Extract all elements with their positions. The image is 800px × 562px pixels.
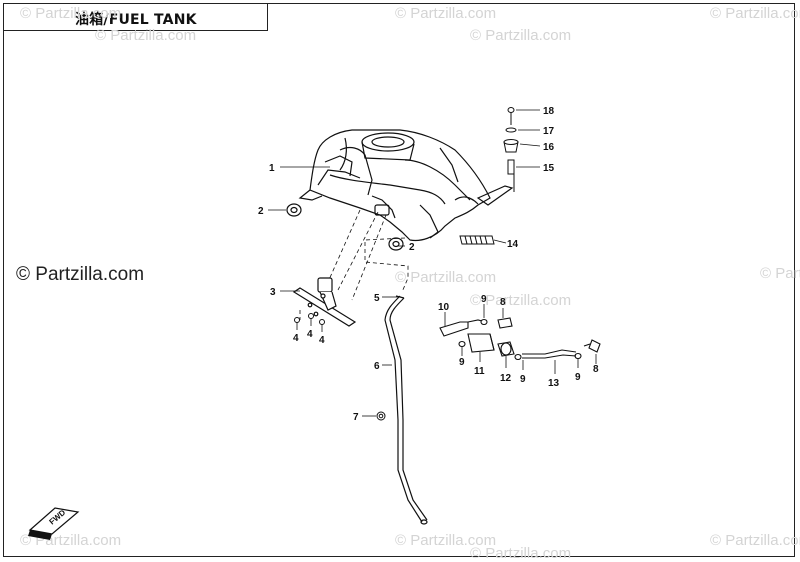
- watermark: © Partzilla.com: [470, 545, 571, 562]
- callout-label: 11: [474, 366, 485, 377]
- callout-label: 14: [507, 239, 519, 250]
- watermark: © Partzilla.com: [710, 532, 800, 549]
- callout-label: 8: [593, 364, 599, 375]
- callout-label: 4: [293, 333, 299, 344]
- watermark: © Partzilla.com: [470, 292, 571, 309]
- title-box: [3, 3, 268, 31]
- watermark: © Partzilla.com: [710, 5, 800, 22]
- callout-label: 9: [575, 372, 581, 383]
- callout-label: 9: [481, 294, 487, 305]
- callout-label: 2: [258, 206, 264, 217]
- assembly-lines: [299, 209, 409, 320]
- callout-label: 12: [500, 373, 512, 384]
- callout-label: 6: [374, 361, 380, 372]
- callout-label: 2: [409, 242, 415, 253]
- watermark: © Partzilla.com: [395, 532, 496, 549]
- drawing-frame: [3, 3, 795, 557]
- callout-label: 17: [543, 126, 555, 137]
- callout-label: 8: [500, 297, 506, 308]
- callout-label: 7: [353, 412, 359, 423]
- watermark: © Partzilla.com: [20, 5, 121, 22]
- watermark: © Partzilla.com: [470, 27, 571, 44]
- fuel-line-part: [384, 295, 428, 525]
- fuel-filter-assembly: [439, 317, 601, 361]
- callout-label: 4: [307, 329, 313, 340]
- screw-part: [294, 313, 325, 325]
- fuel-pump-plate-part: [292, 277, 357, 327]
- callout-label: 13: [548, 378, 560, 389]
- callout-label: 4: [319, 335, 325, 346]
- bolt-stack-part: [503, 107, 519, 192]
- fwd-arrow-icon: FWD: [28, 507, 80, 540]
- page-title: 油箱/FUEL TANK: [75, 12, 197, 28]
- callout-label: 9: [459, 357, 465, 368]
- callout-label: 18: [543, 106, 555, 117]
- watermark: © Partzilla.com: [95, 27, 196, 44]
- leader-lines: [268, 109, 597, 417]
- rubber-pad-part: [459, 235, 495, 245]
- grommet-part: [286, 203, 302, 217]
- watermark: © Partzilla.com: [395, 269, 496, 286]
- callout-label: 1: [269, 163, 275, 174]
- fuel-tank-part: [298, 129, 514, 242]
- callout-label: 9: [520, 374, 526, 385]
- callout-label: 15: [543, 163, 555, 174]
- clip-part: [376, 411, 386, 421]
- watermark: © Partzilla.com: [395, 5, 496, 22]
- callout-numbers: 1 2 2 3 4 4 4 5 6 7 8 8 9 9 9 9 10 11 12…: [258, 106, 599, 423]
- callout-label: 10: [438, 302, 450, 313]
- callout-label: 5: [374, 293, 380, 304]
- callout-label: 16: [543, 142, 555, 153]
- watermark: © Partzilla.com: [760, 265, 800, 282]
- grommet-part: [388, 237, 404, 251]
- callout-label: 3: [270, 287, 276, 298]
- copyright-notice: © Partzilla.com: [16, 264, 145, 285]
